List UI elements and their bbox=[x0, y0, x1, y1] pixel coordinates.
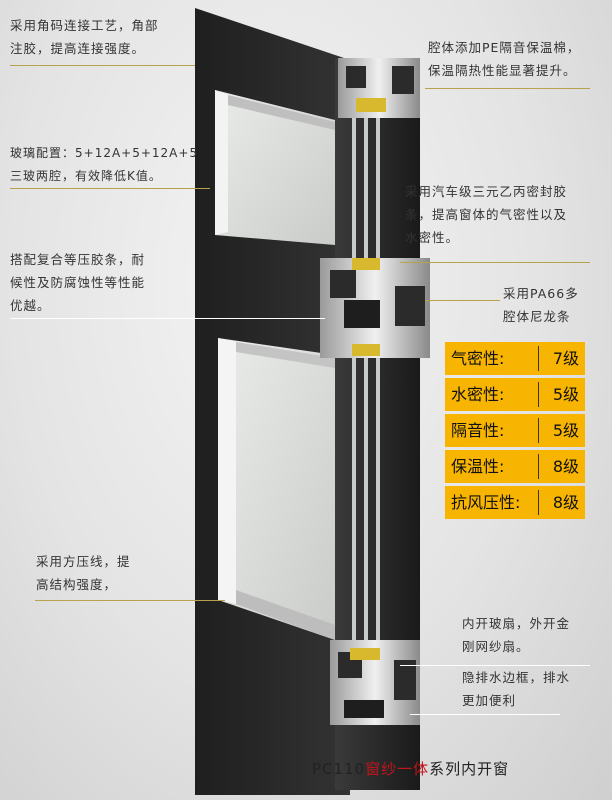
note-gasket: 搭配复合等压胶条，耐 候性及防腐蚀性等性能 优越。 bbox=[10, 252, 146, 313]
note-corner-joint: 采用角码连接工艺，角部 注胶，提高连接强度。 bbox=[10, 18, 159, 56]
note-sash-screen: 内开玻扇，外开金 刚网纱扇。 bbox=[462, 616, 571, 654]
spec-row: 水密性: 5级 bbox=[445, 378, 585, 411]
title-suffix: 系列内开窗 bbox=[429, 760, 510, 778]
spec-row: 抗风压性: 8级 bbox=[445, 486, 585, 519]
leader-line bbox=[425, 300, 500, 301]
title-highlight: 窗纱一体 bbox=[365, 760, 430, 778]
spec-value: 7级 bbox=[552, 349, 579, 368]
spec-row: 隔音性: 5级 bbox=[445, 414, 585, 447]
product-title: PC110窗纱一体系列内开窗 bbox=[312, 758, 509, 779]
leader-line bbox=[400, 665, 590, 666]
spec-label: 水密性: bbox=[451, 385, 505, 404]
spec-value: 5级 bbox=[552, 385, 579, 404]
note-pa66: 采用PA66多 腔体尼龙条 bbox=[503, 286, 579, 324]
title-model: PC110 bbox=[312, 760, 366, 778]
leader-line bbox=[35, 600, 225, 601]
leader-line bbox=[425, 88, 590, 89]
spec-value: 8级 bbox=[552, 493, 579, 512]
spec-table: 气密性: 7级 水密性: 5级 隔音性: 5级 保温性: 8级 抗风压性: 8级 bbox=[445, 342, 585, 519]
note-glass-config: 玻璃配置：5+12A+5+12A+5 三玻两腔，有效降低K值。 bbox=[10, 146, 199, 183]
spec-row: 保温性: 8级 bbox=[445, 450, 585, 483]
spec-value: 8级 bbox=[552, 457, 579, 476]
note-drainage: 隐排水边框，排水 更加便利 bbox=[462, 670, 571, 708]
note-pe-insulation: 腔体添加PE隔音保温棉， 保温隔热性能显著提升。 bbox=[428, 40, 581, 78]
spec-label: 气密性: bbox=[451, 349, 505, 368]
spec-label: 保温性: bbox=[451, 457, 505, 476]
leader-line bbox=[10, 318, 325, 319]
leader-line bbox=[10, 188, 210, 189]
leader-line bbox=[400, 262, 590, 263]
leader-line bbox=[10, 65, 195, 66]
note-square-bead: 采用方压线，提 高结构强度， bbox=[36, 554, 131, 592]
spec-value: 5级 bbox=[552, 421, 579, 440]
note-epdm-seal: 采用汽车级三元乙丙密封胶 条，提高窗体的气密性以及 水密性。 bbox=[405, 184, 568, 245]
spec-row: 气密性: 7级 bbox=[445, 342, 585, 375]
spec-label: 隔音性: bbox=[451, 421, 505, 440]
spec-label: 抗风压性: bbox=[451, 493, 521, 512]
leader-line bbox=[410, 714, 560, 715]
